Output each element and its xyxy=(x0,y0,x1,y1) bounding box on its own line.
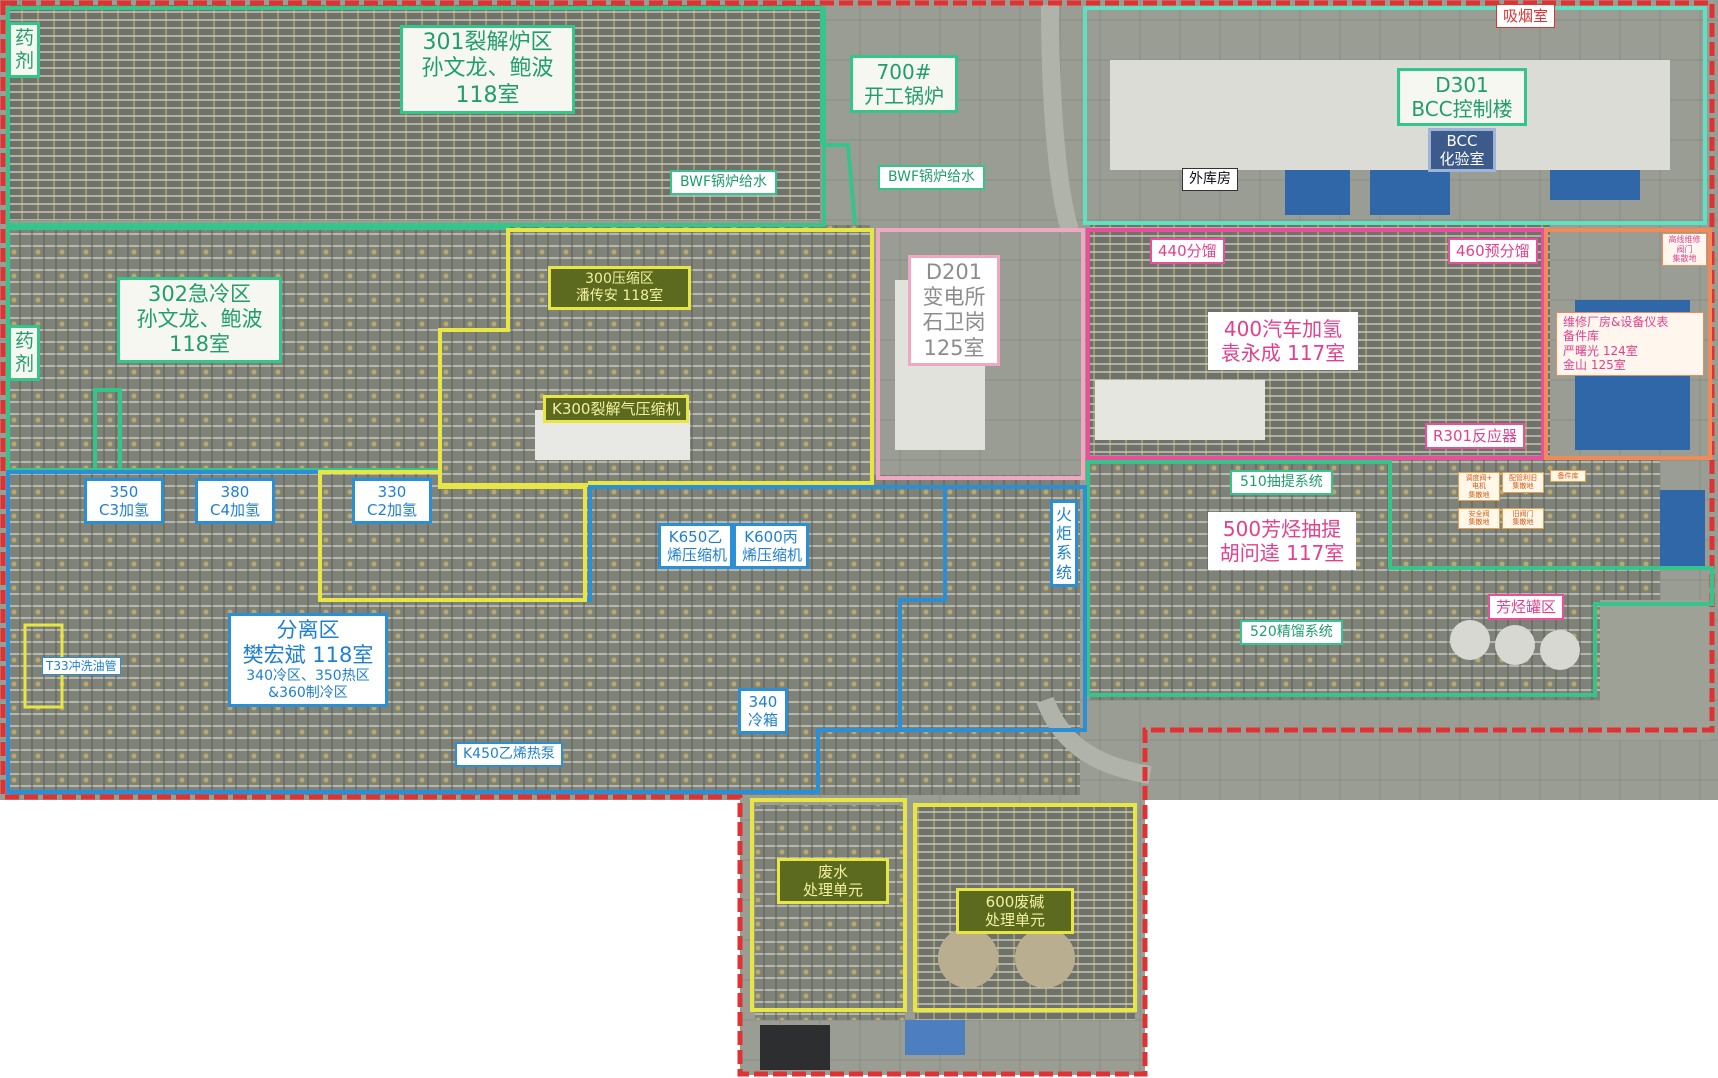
label-safety-valve-yard: 安全阀集散地 xyxy=(1458,508,1500,529)
label-460-prefractionation: 460预分馏 xyxy=(1448,238,1538,264)
label-440-fractionation: 440分馏 xyxy=(1150,238,1225,264)
label-bwf-boiler-feedwater-1: BWF锅炉给水 xyxy=(670,170,778,195)
label-bwf-boiler-feedwater-2: BWF锅炉给水 xyxy=(878,165,986,190)
label-k300-cracked-gas-compressor: K300裂解气压缩机 xyxy=(543,395,690,423)
label-k600-propylene-compressor: K600丙烯压缩机 xyxy=(733,523,809,569)
label-510-extraction-system: 510抽提系统 xyxy=(1230,470,1333,495)
label-zone-500-aromatics-extraction: 500芳烃抽提胡问逵 117室 xyxy=(1208,512,1356,570)
label-outer-warehouse: 外库房 xyxy=(1182,168,1238,191)
label-aromatics-tank-farm: 芳烃罐区 xyxy=(1488,594,1565,620)
label-k450-ethylene-heat-pump: K450乙烯热泵 xyxy=(455,742,563,767)
label-smoking-room: 吸烟室 xyxy=(1496,4,1556,28)
label-spare-parts-small: 备件库 xyxy=(1550,470,1586,483)
label-flare-system: 火炬系统 xyxy=(1050,500,1078,587)
label-wastewater-treatment-unit: 废水处理单元 xyxy=(777,858,889,904)
label-piping-reuse-yard: 配管利旧集散地 xyxy=(1502,472,1544,493)
label-yaoji-mid: 药剂 xyxy=(8,325,40,381)
label-520-distillation-system: 520精馏系统 xyxy=(1240,620,1343,645)
label-zone-700-startup-boiler: 700#开工锅炉 xyxy=(850,55,958,113)
label-zone-300-compression: 300压缩区潘传安 118室 xyxy=(548,266,691,310)
label-high-line-valve-yard: 高线维修阀门集散地 xyxy=(1662,233,1707,266)
label-t33-flush-oil-pipe: T33冲洗油管 xyxy=(42,657,121,676)
label-separation-area: 分离区 樊宏斌 118室 340冷区、350热区 &360制冷区 xyxy=(228,613,388,707)
label-yaoji-top: 药剂 xyxy=(8,22,40,78)
label-k650-ethylene-compressor: K650乙烯压缩机 xyxy=(658,523,733,569)
label-control-valve-yard: 调度阀+电机集散地 xyxy=(1458,472,1500,502)
label-600-spent-caustic-unit: 600废碱处理单元 xyxy=(956,888,1074,934)
label-r301-reactor: R301反应器 xyxy=(1425,423,1526,449)
label-maintenance-workshop: 维修厂房&设备仪表备件库严曙光 124室金山 125室 xyxy=(1556,312,1704,376)
label-old-valve-yard: 旧阀门集散地 xyxy=(1502,508,1544,529)
label-zone-400-gasoline-hydrogenation: 400汽车加氢袁永成 117室 xyxy=(1208,312,1358,370)
